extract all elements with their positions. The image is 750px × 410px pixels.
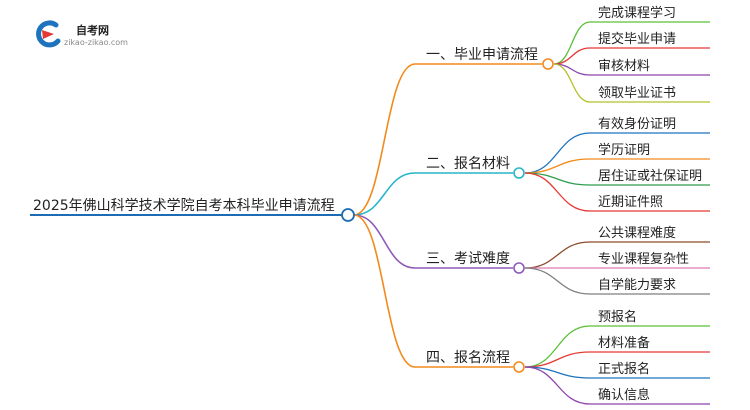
branch-node — [513, 167, 525, 179]
leaf-label: 学历证明 — [598, 142, 650, 158]
leaf-label: 自学能力要求 — [598, 277, 676, 293]
leaf-label: 材料准备 — [598, 335, 650, 351]
leaf-label: 确认信息 — [598, 387, 650, 403]
leaf-label: 专业课程复杂性 — [598, 252, 689, 267]
leaf-label: 公共课程难度 — [598, 225, 676, 241]
logo-url: zikao-zikao.com — [64, 38, 128, 47]
leaf-label: 领取毕业证书 — [598, 86, 676, 101]
leaf-connector — [524, 267, 591, 295]
branch-label: 四、报名流程 — [426, 350, 510, 366]
leaf-connector — [524, 172, 591, 212]
leaf-label: 近期证件照 — [598, 195, 663, 210]
leaf-connector — [524, 366, 591, 405]
branch-connector — [353, 63, 416, 216]
leaf-label: 提交毕业申请 — [598, 31, 676, 47]
leaf-label: 完成课程学习 — [598, 5, 676, 21]
leaf-connector — [553, 47, 591, 65]
branch-connector — [353, 214, 416, 368]
branch-label: 三、考试难度 — [426, 251, 510, 267]
leaf-label: 预报名 — [598, 309, 637, 325]
leaf-connector — [553, 63, 591, 103]
leaf-connector — [524, 158, 591, 174]
leaf-label: 有效身份证明 — [598, 116, 676, 132]
branch-label: 一、毕业申请流程 — [426, 47, 538, 63]
branch-connector — [353, 172, 416, 216]
leaf-connector — [524, 132, 591, 174]
leaf-connector — [524, 325, 591, 368]
site-logo: 自考网 zikao-zikao.com — [34, 20, 144, 50]
branch-node — [542, 58, 554, 70]
branch-node — [513, 361, 525, 373]
logo-mark-icon — [36, 20, 61, 48]
leaf-label: 正式报名 — [598, 361, 650, 377]
root-label: 2025年佛山科学技术学院自考本科毕业申请流程 — [33, 198, 335, 214]
leaf-label: 居住证或社保证明 — [598, 168, 702, 184]
root-node — [341, 208, 355, 222]
branch-label: 二、报名材料 — [426, 156, 510, 172]
branch-node — [513, 262, 525, 274]
leaf-label: 审核材料 — [598, 59, 650, 74]
leaf-connector — [524, 351, 591, 368]
leaf-connector — [553, 21, 591, 65]
leaf-connector — [524, 241, 591, 269]
logo-title: 自考网 — [76, 24, 109, 37]
branch-connector — [353, 214, 416, 269]
